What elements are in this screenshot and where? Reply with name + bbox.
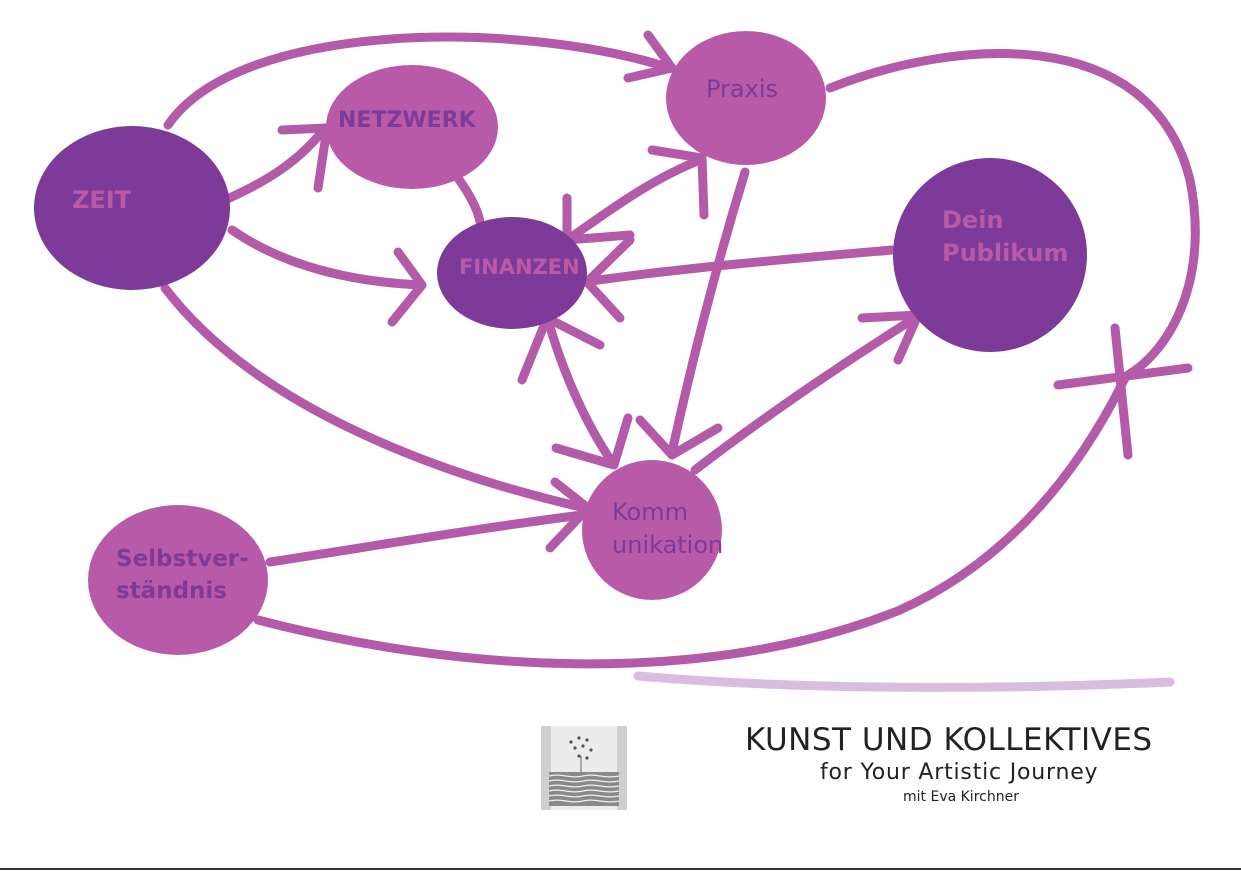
node-selbstverstaendnis (88, 505, 268, 655)
label-praxis: Praxis (706, 75, 778, 103)
arrowhead-praxis (623, 30, 677, 83)
arrowhead-finanzen (387, 247, 427, 327)
label-selbst-line2: ständnis (116, 578, 227, 604)
node-praxis (666, 31, 826, 165)
arrowhead-praxis-end (647, 145, 709, 220)
arrow-zeit-finanzen (227, 225, 425, 290)
loop-vertical (1110, 323, 1133, 460)
node-kommunikation (582, 460, 722, 600)
label-publikum-line1: Dein (942, 206, 1004, 234)
arrow-praxis-loop (825, 49, 1200, 380)
label-kommunikation-line2: unikation (612, 531, 723, 559)
accent-line (633, 671, 1175, 692)
arrow-praxis-kommunikation (667, 167, 750, 457)
arrow-kommunikation-publikum (690, 313, 920, 475)
footer-title: KUNST UND KOLLEKTIVES (745, 722, 1153, 758)
node-publikum (893, 158, 1087, 352)
footer-subtitle: for Your Artistic Journey (820, 760, 1099, 785)
arrow-netzwerk-finanzen (453, 173, 485, 227)
arrow-selbst-kommunikation (265, 510, 587, 567)
arrowhead-kommunikation-top (635, 415, 723, 460)
arrow-finanzen-kommunikation (543, 315, 617, 467)
label-finanzen: FINANZEN (459, 255, 580, 279)
label-selbst-line1: Selbstver- (116, 546, 249, 572)
footer-author: mit Eva Kirchner (903, 789, 1019, 805)
arrowhead-finanzen-right (582, 235, 635, 323)
arrow-publikum-finanzen (580, 245, 897, 287)
arrow-praxis-finanzen (565, 155, 705, 243)
arrow-zeit-kommunikation (160, 283, 590, 513)
label-kommunikation-line1: Komm (612, 498, 688, 526)
label-publikum-line2: Publikum (942, 239, 1068, 267)
artwork-thumbnail (541, 726, 627, 810)
arrow-zeit-praxis (163, 32, 675, 130)
node-netzwerk (326, 65, 498, 189)
arrow-zeit-netzwerk (220, 123, 330, 205)
label-zeit: ZEIT (72, 186, 132, 214)
node-finanzen (437, 217, 587, 329)
arrow-selbst-loop (253, 373, 1130, 669)
label-netzwerk: NETZWERK (338, 108, 477, 133)
bottom-divider (0, 868, 1241, 870)
arrowhead-kommunikation-left (551, 413, 633, 470)
node-zeit (34, 126, 230, 290)
